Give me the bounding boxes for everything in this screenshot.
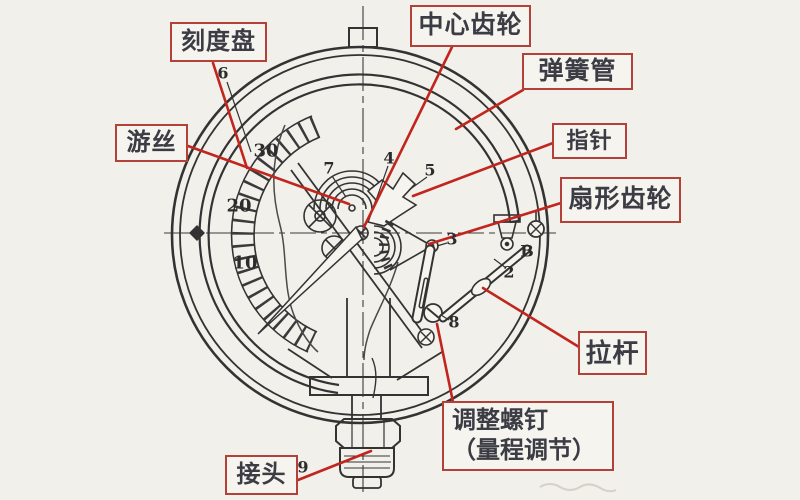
hex-nut: [335, 418, 401, 449]
part-number-6-dial: 6: [217, 63, 229, 83]
link-rod-part: [438, 244, 532, 323]
center-lines: [164, 6, 556, 492]
case-top-tab: [348, 27, 378, 48]
leader-connector: [296, 449, 373, 482]
callout-hairspring-text: 游丝: [126, 129, 177, 156]
leader-pointer: [411, 141, 555, 198]
red-leader-lines: [186, 45, 581, 482]
watermark-scribble: [539, 483, 617, 493]
part-number-7-hairspring: 7: [323, 158, 335, 178]
scale-number-30: 30: [253, 140, 279, 162]
connector-plug: [339, 447, 395, 478]
scale-ticks: [232, 116, 321, 353]
leader-center-gear: [362, 45, 454, 229]
callout-dial: 刻度盘: [170, 22, 267, 62]
part-number-5-pointer: 5: [424, 160, 436, 180]
callout-adjust-screw: 调整螺钉 （量程调节）: [442, 401, 614, 471]
dial-plate-edge: [273, 124, 399, 361]
part-number-9-connector: 9: [297, 457, 309, 477]
adjust-lever: [411, 244, 443, 346]
part-number-2-link-rod: 2: [503, 262, 515, 282]
stem-connector: [287, 298, 443, 489]
callout-link-rod-text: 拉杆: [585, 337, 640, 368]
pointer-part: [257, 171, 418, 335]
callout-adjust-screw-line1: 调整螺钉: [452, 407, 548, 434]
callout-sector-gear: 扇形齿轮: [560, 177, 681, 223]
callout-center-gear-text: 中心齿轮: [418, 11, 523, 40]
callout-adjust-screw-line2: （量程调节）: [452, 437, 596, 464]
part-letter-b-tube-end: B: [520, 241, 534, 261]
callout-pointer: 指针: [552, 123, 627, 159]
callout-bourdon-tube-text: 弹簧管: [538, 56, 617, 85]
leader-link-rod: [481, 286, 581, 349]
left-center-marker: [189, 225, 205, 241]
callout-hairspring: 游丝: [115, 124, 188, 162]
leader-adjust-screw: [435, 322, 455, 404]
callout-connector: 接头: [225, 455, 298, 495]
scale-number-20: 20: [226, 195, 252, 217]
callout-connector-text: 接头: [236, 461, 287, 488]
part-number-3-sector-gear: 3: [446, 229, 458, 249]
callout-pointer-text: 指针: [566, 128, 613, 154]
callout-dial-text: 刻度盘: [181, 28, 256, 55]
leader-sector-gear: [427, 201, 563, 246]
leader-bourdon-tube: [454, 88, 525, 131]
callout-center-gear: 中心齿轮: [410, 5, 531, 47]
part-number-8-adjust-screw: 8: [448, 312, 460, 332]
ref-leader-lines: [226, 81, 507, 321]
pointer-needle: [257, 225, 363, 335]
movement: [257, 162, 545, 349]
callout-link-rod: 拉杆: [578, 331, 647, 375]
callout-sector-gear-text: 扇形齿轮: [568, 185, 673, 214]
callout-bourdon-tube: 弹簧管: [522, 53, 633, 90]
pointer-counterweight: [366, 171, 418, 227]
leader-hairspring: [186, 144, 351, 206]
dial-scale: [230, 115, 321, 353]
part-number-4-center-gear: 4: [383, 148, 395, 168]
leader-dial: [211, 61, 249, 170]
scale-number-10: 10: [232, 252, 258, 274]
